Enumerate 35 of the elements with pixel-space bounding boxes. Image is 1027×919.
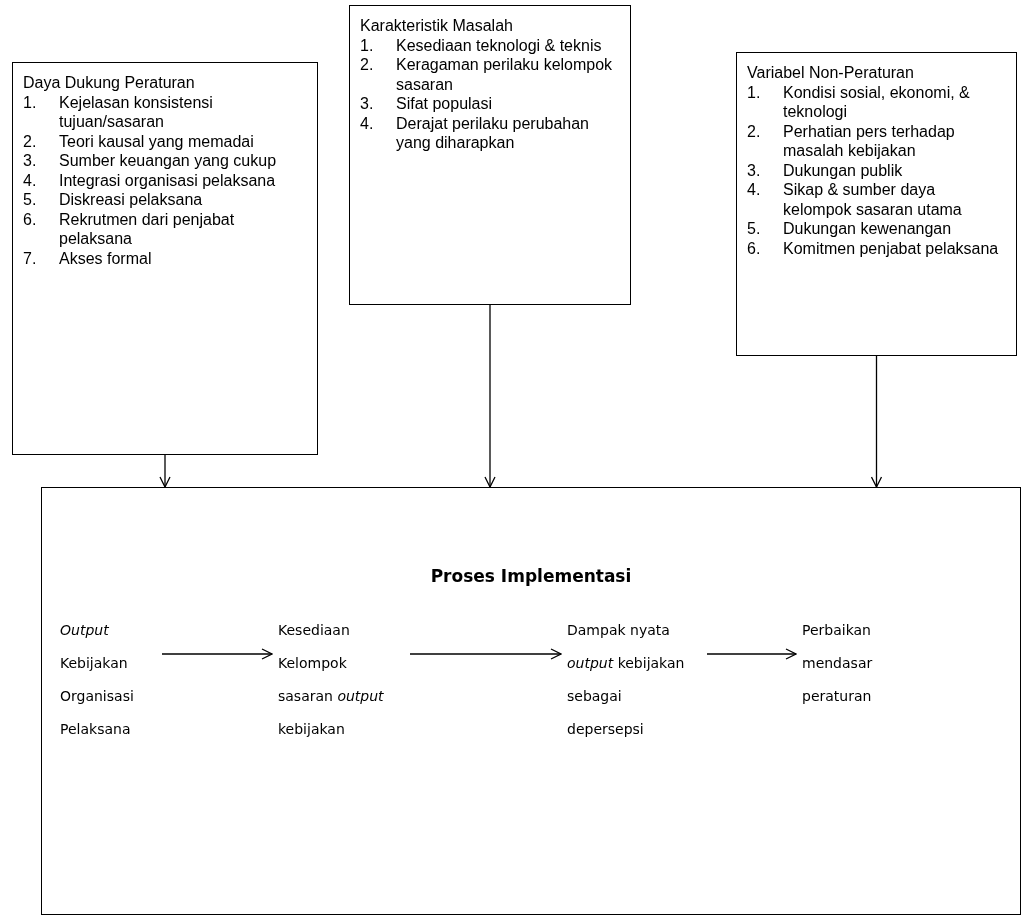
box-heading: Daya Dukung Peraturan — [23, 73, 196, 93]
list-item: 7. Akses formal — [23, 248, 153, 269]
list-item: 3. Sumber keuangan yang cukup — [23, 151, 278, 171]
list-item: 5. Diskreasi pelaksana — [23, 190, 204, 210]
list-item: 4. Sikap & sumber daya kelompok sasaran utama — [747, 180, 963, 220]
arrow — [484, 304, 496, 488]
list-item: 5. Dukungan kewenangan — [747, 219, 953, 239]
list-item: 6. Komitmen penjabat pelaksana — [747, 238, 1000, 259]
arrow — [870, 355, 883, 488]
box-heading: Variabel Non-Peraturan — [747, 63, 915, 83]
process-step-text: Kesediaan Kelompok sasaran output kebijakan — [278, 614, 404, 746]
box-title: Proses Implementasi — [429, 566, 633, 586]
text-box — [12, 62, 318, 455]
list-item: 1. Kesediaan teknologi & teknis — [360, 35, 603, 56]
arrow — [159, 454, 171, 488]
text-box — [736, 52, 1017, 356]
process-step-text: Perbaikan mendasar peraturan — [802, 614, 892, 713]
list-item: 6. Rekrutmen dari penjabat pelaksana — [23, 209, 236, 249]
list-item: 3. Dukungan publik — [747, 160, 904, 181]
arrow — [706, 648, 797, 660]
box-heading: Karakteristik Masalah — [360, 16, 514, 36]
list-item: 3. Sifat populasi — [360, 94, 494, 114]
text-box — [349, 5, 631, 305]
list-item: 4. Integrasi organisasi pelaksana — [23, 170, 277, 191]
list-item: 1. Kondisi sosial, ekonomi, & teknologi — [747, 82, 971, 122]
list-item: 2. Perhatian pers terhadap masalah kebijakan — [747, 121, 956, 161]
process-box — [41, 487, 1021, 915]
arrow — [161, 648, 273, 660]
process-step-text: Dampak nyata output kebijakan sebagai depersepsi — [567, 614, 701, 746]
list-item: 2. Keragaman perilaku kelompok sasaran — [360, 55, 614, 95]
process-step-text: Output Kebijakan Organisasi Pelaksana — [60, 614, 156, 746]
list-item: 2. Teori kausal yang memadai — [23, 131, 255, 152]
list-item: 4. Derajat perilaku perubahan yang diharapkan — [360, 113, 590, 153]
list-item: 1. Kejelasan konsistensi tujuan/sasaran — [23, 92, 214, 132]
arrow — [409, 648, 562, 660]
